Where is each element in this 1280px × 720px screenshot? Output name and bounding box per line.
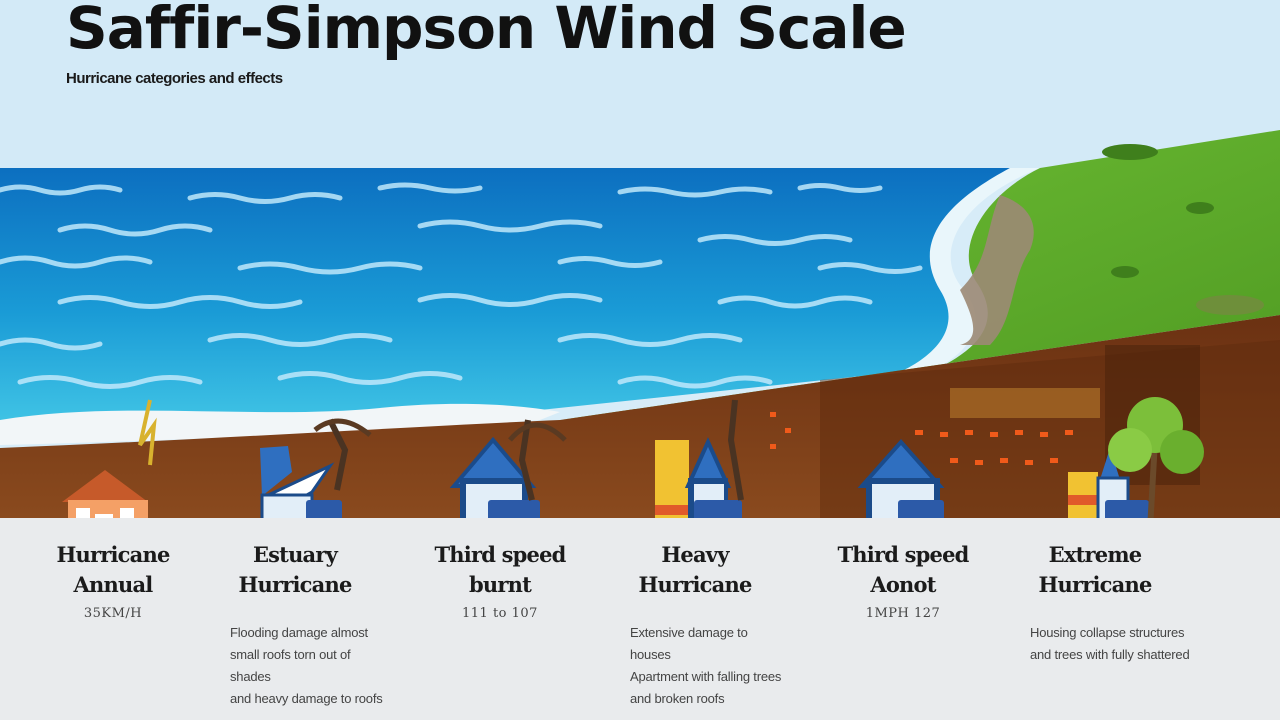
page-title: Saffir-Simpson Wind Scale — [66, 0, 907, 62]
grass-hill — [560, 130, 1280, 420]
page-subtitle: Hurricane categories and effects — [66, 70, 283, 87]
ocean — [0, 168, 1010, 430]
house-icon-6 — [1068, 448, 1149, 526]
cliff-rocks — [960, 195, 1034, 345]
shore-foam — [900, 168, 1040, 372]
category-speed: 111 to 107 — [462, 606, 538, 621]
house-icon-5 — [857, 438, 945, 526]
soil-stratum — [950, 388, 1100, 418]
tree-icon — [1108, 397, 1204, 531]
soil-layer — [0, 315, 1280, 518]
bushes — [1102, 144, 1264, 315]
header: Saffir-Simpson Wind Scale Hurricane cate… — [0, 0, 1280, 168]
category-speed: 35KM/H — [83, 606, 143, 621]
category-speed: 1MPH 127 — [865, 606, 941, 621]
category-panel — [0, 518, 1280, 720]
debris-dots — [770, 412, 1073, 465]
surf-foam — [0, 403, 560, 445]
waves — [0, 182, 923, 389]
